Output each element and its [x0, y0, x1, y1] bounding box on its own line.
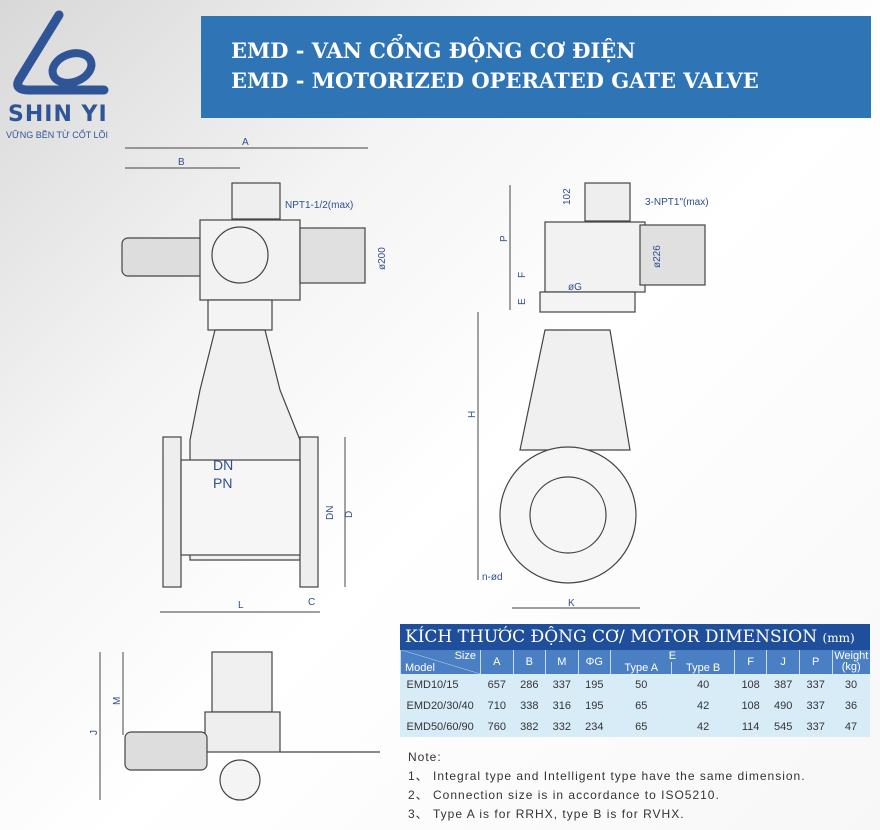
table-cell: 338 — [520, 699, 539, 712]
notes: Note: 1、 Integral type and Intelligent t… — [408, 748, 806, 824]
title-banner: EMD - VAN CỔNG ĐỘNG CƠ ĐIỆN EMD - MOTORI… — [201, 16, 871, 118]
header-e: E — [610, 650, 735, 662]
header-type-b: Type B — [671, 662, 735, 674]
table-cell: 40 — [697, 678, 710, 691]
table-cell: EMD20/30/40 — [406, 699, 474, 712]
note-item: 1、 Integral type and Intelligent type ha… — [408, 769, 806, 783]
label-b: B — [178, 157, 185, 168]
table-row: EMD50/60/90 760 382 332 234 65 42 114 545 337 47 — [401, 716, 871, 737]
label-a: A — [242, 137, 249, 148]
label-f: F — [517, 272, 528, 278]
label-d226: ø226 — [652, 245, 663, 268]
table-cell: 710 — [487, 699, 506, 712]
brand-name: SHIN YI — [8, 102, 108, 127]
label-p: P — [499, 235, 510, 242]
table-cell: 332 — [552, 720, 571, 733]
header-type-a: Type A — [610, 662, 672, 674]
note-item: 2、 Connection size is in accordance to I… — [408, 788, 720, 802]
table-cell: 337 — [552, 678, 571, 691]
header-weight: Weight (kg) — [831, 650, 870, 674]
label-e: E — [517, 298, 528, 305]
table-cell: 50 — [635, 678, 648, 691]
table-cell: 382 — [520, 720, 539, 733]
table-cell: 42 — [697, 720, 710, 733]
table-cell: 316 — [552, 699, 571, 712]
label-npt3: 3-NPT1"(max) — [645, 197, 709, 208]
title-english: EMD - MOTORIZED OPERATED GATE VALVE — [231, 68, 759, 93]
label-d: D — [344, 511, 355, 518]
table-cell: 657 — [487, 678, 506, 691]
table-cell: 108 — [741, 699, 760, 712]
label-j: J — [89, 730, 100, 735]
logo: SHIN YI VỮNG BỀN TỪ CỐT LÕI — [4, 10, 124, 140]
label-pn: PN — [213, 475, 232, 491]
table-cell: 760 — [487, 720, 506, 733]
label-dn-2: DN — [325, 506, 336, 520]
label-g: øG — [568, 282, 582, 293]
note-item: 3、 Type A is for RRHX, type B is for RVH… — [408, 807, 685, 821]
label-m: M — [112, 697, 123, 705]
table-cell: 114 — [741, 720, 760, 733]
label-h: H — [467, 411, 478, 418]
logo-mark-icon — [13, 10, 109, 95]
label-c: C — [308, 597, 315, 608]
table-cell: 108 — [741, 678, 760, 691]
label-npt: NPT1-1/2(max) — [285, 200, 353, 211]
table-cell: 387 — [773, 678, 793, 691]
label-d200: ø200 — [377, 247, 388, 270]
header-m: M — [545, 650, 579, 674]
table-row: EMD20/30/40 710 338 316 195 65 42 108 490 337 36 — [401, 695, 871, 716]
table-cell: 36 — [844, 699, 858, 712]
table-cell: 490 — [773, 699, 793, 712]
header-p: P — [798, 650, 832, 674]
header-a: A — [480, 650, 514, 674]
table-cell: 195 — [585, 699, 604, 712]
table-cell: 337 — [806, 720, 825, 733]
table-row: EMD10/15 657 286 337 195 50 40 108 387 337 30 — [401, 674, 871, 695]
table-cell: 337 — [806, 678, 825, 691]
title-vietnamese: EMD - VAN CỔNG ĐỘNG CƠ ĐIỆN — [231, 38, 636, 63]
table-cell: 545 — [773, 720, 793, 733]
table-cell: 42 — [697, 699, 710, 712]
side-view-drawing — [477, 182, 706, 609]
table-cell: 47 — [844, 720, 858, 733]
motor-dimension-table: KÍCH THƯỚC ĐỘNG CƠ/ MOTOR DIMENSION (mm)… — [400, 624, 870, 737]
header-f: F — [733, 650, 767, 674]
brand-tagline: VỮNG BỀN TỪ CỐT LÕI — [6, 130, 109, 140]
table-title: KÍCH THƯỚC ĐỘNG CƠ/ MOTOR DIMENSION (mm) — [400, 624, 870, 650]
header-b: B — [512, 650, 546, 674]
label-102: 102 — [562, 188, 573, 205]
header-g: ΦG — [577, 650, 611, 674]
table-cell: 286 — [520, 678, 539, 691]
header-j: J — [766, 650, 800, 674]
label-k: K — [568, 598, 575, 609]
front-view-drawing — [121, 147, 368, 613]
table-cell: EMD10/15 — [406, 678, 459, 691]
top-view-drawing — [99, 651, 380, 801]
table-cell: 65 — [635, 699, 648, 712]
table-cell: 234 — [585, 720, 604, 733]
label-l: L — [238, 600, 244, 611]
label-dn: DN — [213, 457, 233, 473]
table-cell: 337 — [806, 699, 825, 712]
label-nd: n-ød — [482, 572, 503, 583]
table-cell: 195 — [585, 678, 604, 691]
table-cell: 30 — [844, 678, 858, 691]
table-cell: EMD50/60/90 — [406, 720, 474, 733]
table-cell: 65 — [635, 720, 648, 733]
notes-title: Note: — [408, 750, 442, 764]
